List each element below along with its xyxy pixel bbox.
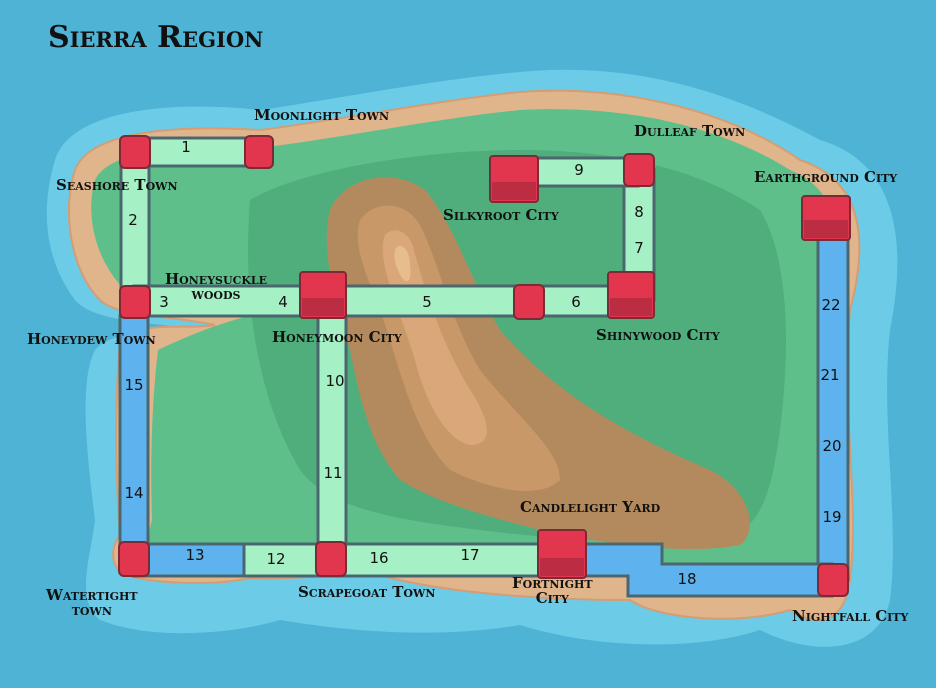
- route-number-15: 15: [124, 376, 144, 394]
- label-moonlight-town: Moonlight Town: [254, 106, 390, 124]
- route-number-20: 20: [822, 437, 842, 455]
- mountain-summit: [394, 245, 411, 282]
- shinywood-shade: [610, 298, 652, 316]
- route-number-3: 3: [159, 293, 169, 311]
- label-silkyroot-city: Silkyroot City: [443, 206, 559, 224]
- route-number-18: 18: [677, 570, 697, 588]
- route-number-14: 14: [124, 484, 144, 502]
- moonlight-town-marker[interactable]: [244, 135, 274, 169]
- dulleaf-town-marker[interactable]: [623, 153, 655, 187]
- sea-routes: [118, 228, 850, 598]
- route-10-11[interactable]: [316, 314, 348, 564]
- route-15-14[interactable]: [118, 314, 150, 558]
- city-shading: [302, 182, 848, 576]
- land-routes: [119, 136, 656, 578]
- label-dulleaf-town: Dulleaf Town: [634, 122, 746, 140]
- label-seashore-town: Seashore Town: [56, 176, 178, 194]
- label-earthground-city: Earthground City: [754, 168, 898, 186]
- label-honeymoon-city: Honeymoon City: [272, 328, 402, 346]
- label-fortnight-city: Fortnight City: [512, 574, 593, 607]
- label-honeydew-town: Honeydew Town: [27, 330, 156, 348]
- label-nightfall-city: Nightfall City: [792, 607, 909, 625]
- route-number-7: 7: [634, 239, 644, 257]
- route-5-6[interactable]: [320, 284, 634, 318]
- route-number-11: 11: [323, 464, 343, 482]
- route-number-16: 16: [369, 549, 389, 567]
- route-5-6-gate-marker[interactable]: [513, 284, 545, 320]
- route-number-21: 21: [820, 366, 840, 384]
- route-number-1: 1: [181, 138, 191, 156]
- route-number-19: 19: [822, 508, 842, 526]
- earthground-shade: [804, 220, 848, 238]
- route-number-9: 9: [574, 161, 584, 179]
- route-number-6: 6: [571, 293, 581, 311]
- map-title: Sierra Region: [48, 20, 264, 55]
- route-number-8: 8: [634, 203, 644, 221]
- mountain-peak: [382, 230, 487, 445]
- route-number-5: 5: [422, 293, 432, 311]
- route-number-12: 12: [266, 550, 286, 568]
- nightfall-city-marker[interactable]: [817, 563, 849, 597]
- seashore-town-marker[interactable]: [119, 135, 151, 169]
- route-number-22: 22: [821, 296, 841, 314]
- route-number-13: 13: [185, 546, 205, 564]
- route-number-4: 4: [278, 293, 288, 311]
- route-number-2: 2: [128, 211, 138, 229]
- label-scrapegoat-town: Scrapegoat Town: [298, 583, 436, 601]
- route-13[interactable]: [132, 542, 246, 578]
- scrapegoat-town-marker[interactable]: [315, 541, 347, 577]
- silkyroot-shade: [492, 182, 536, 200]
- label-shinywood-city: Shinywood City: [596, 326, 720, 344]
- label-honeysuckle-woods: Honeysuckle woods: [165, 270, 268, 303]
- route-number-10: 10: [325, 372, 345, 390]
- watertight-town-marker[interactable]: [118, 541, 150, 577]
- small-towns: [118, 135, 849, 597]
- label-candlelight-yard: Candlelight Yard: [520, 498, 661, 516]
- honeydew-town-marker[interactable]: [119, 285, 151, 319]
- route-19-22[interactable]: [816, 228, 850, 582]
- route-number-17: 17: [460, 546, 480, 564]
- route-1[interactable]: [132, 136, 260, 168]
- honeymoon-shade: [302, 298, 344, 316]
- fortnight-shade: [540, 558, 584, 576]
- route-16-17[interactable]: [332, 542, 546, 578]
- label-watertight-town: Watertight town: [46, 586, 138, 619]
